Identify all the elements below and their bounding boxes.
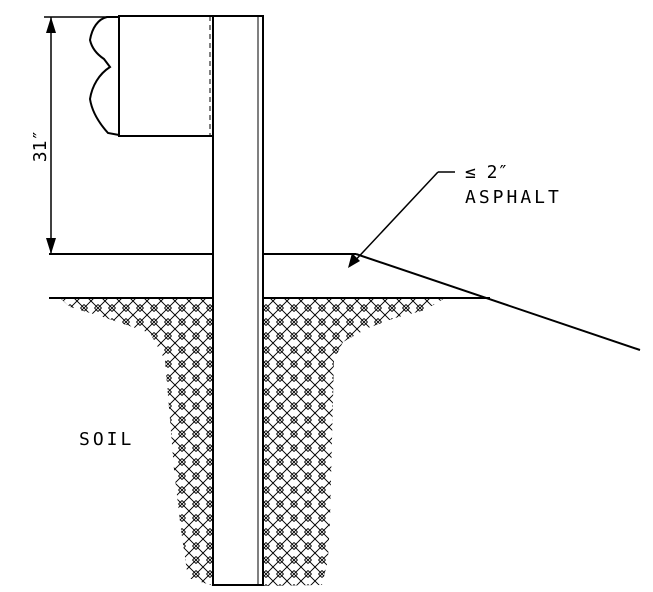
asphalt-leader-arrow: [348, 253, 360, 268]
w-beam-rail: [88, 16, 120, 136]
dimension-arrow-bottom: [46, 238, 56, 254]
dimension-label: 31″: [30, 130, 51, 163]
dimension-arrow-top: [46, 17, 56, 33]
blockout: [118, 15, 214, 137]
soil-label: SOIL: [79, 429, 134, 450]
asphalt-thickness-label: ≤ 2″: [465, 162, 508, 183]
post-body: [212, 15, 264, 586]
asphalt-leader-line: [349, 171, 439, 267]
asphalt-slope-line: [355, 253, 641, 351]
asphalt-label: ASPHALT: [465, 187, 562, 208]
